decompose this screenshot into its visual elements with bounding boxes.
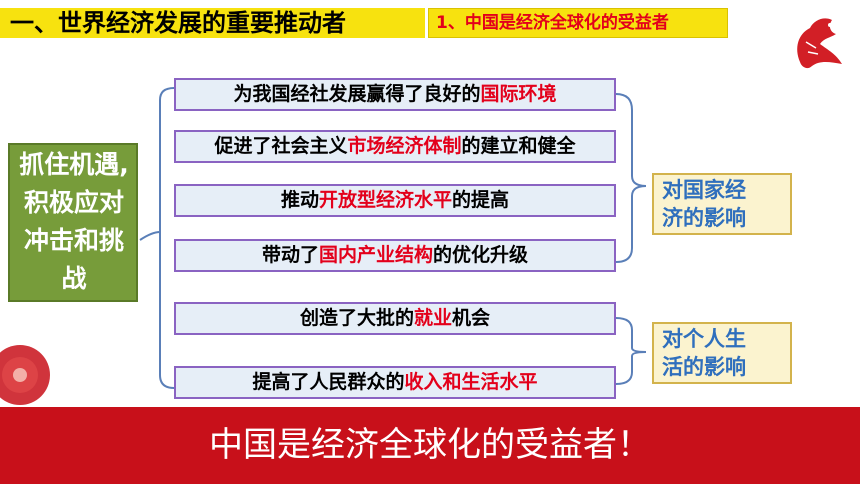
item-4-pre: 带动了 [261, 244, 319, 266]
item-box-3 [174, 184, 616, 217]
subtitle: 1、中国是经济全球化的受益者 [436, 13, 669, 33]
item-1-highlight: 国际环境 [480, 83, 557, 105]
item-1-pre: 为我国经社发展赢得了良好的 [233, 83, 481, 105]
item-3-highlight: 开放型经济水平 [318, 189, 452, 211]
left-theme-box [8, 143, 138, 302]
item-6-highlight: 收入和生活水平 [404, 371, 538, 393]
item-5-pre: 创造了大批的 [299, 307, 414, 329]
effect-national-line-1: 对国家经 [662, 178, 746, 202]
item-3-post: 的提高 [452, 189, 510, 211]
item-4-highlight: 国内产业结构 [318, 244, 433, 266]
flower-decoration-icon [0, 345, 50, 405]
item-box-6 [174, 366, 616, 399]
title-bar [0, 8, 425, 38]
item-box-5 [174, 302, 616, 335]
item-text-5: 创造了大批的就业机会 [174, 302, 616, 335]
effect-box-national [652, 173, 792, 235]
effect-personal-line-2: 活的影响 [662, 355, 746, 379]
item-box-1 [174, 78, 616, 111]
effect-national-line-2: 济的影响 [662, 206, 746, 230]
subtitle-box [428, 8, 728, 38]
bottom-banner-text: 中国是经济全球化的受益者！ [209, 425, 651, 465]
page-title: 一、世界经济发展的重要推动者 [10, 9, 346, 37]
item-2-highlight: 市场经济体制 [347, 135, 462, 157]
item-text-3: 推动开放型经济水平的提高 [174, 184, 616, 217]
left-line-3: 冲击和挑 [23, 226, 124, 255]
item-text-6: 提高了人民群众的收入和生活水平 [174, 366, 616, 399]
bottom-banner [0, 407, 860, 484]
effect-text-national: 对国家经 济的影响 [662, 176, 786, 232]
item-6-pre: 提高了人民群众的 [252, 371, 405, 393]
effect-text-personal: 对个人生 活的影响 [662, 325, 786, 381]
item-3-pre: 推动 [280, 189, 319, 211]
item-2-pre: 促进了社会主义 [214, 135, 348, 157]
item-box-4 [174, 239, 616, 272]
left-theme-text: 抓住机遇, 积极应对 冲击和挑 战 [14, 146, 134, 298]
item-box-2 [174, 130, 616, 163]
left-line-2: 积极应对 [23, 188, 124, 217]
item-5-highlight: 就业 [413, 307, 452, 329]
item-text-4: 带动了国内产业结构的优化升级 [174, 239, 616, 272]
effect-box-personal [652, 322, 792, 384]
left-line-1: 抓住机遇, [19, 150, 129, 179]
item-text-2: 促进了社会主义市场经济体制的建立和健全 [174, 130, 616, 163]
item-text-1: 为我国经社发展赢得了良好的国际环境 [174, 78, 616, 111]
effect-personal-line-1: 对个人生 [662, 327, 746, 351]
left-line-4: 战 [61, 264, 87, 293]
item-5-post: 机会 [452, 307, 491, 329]
item-4-post: 的优化升级 [433, 244, 529, 266]
bird-paper-cut-icon [797, 18, 842, 69]
item-2-post: 的建立和健全 [461, 135, 576, 157]
